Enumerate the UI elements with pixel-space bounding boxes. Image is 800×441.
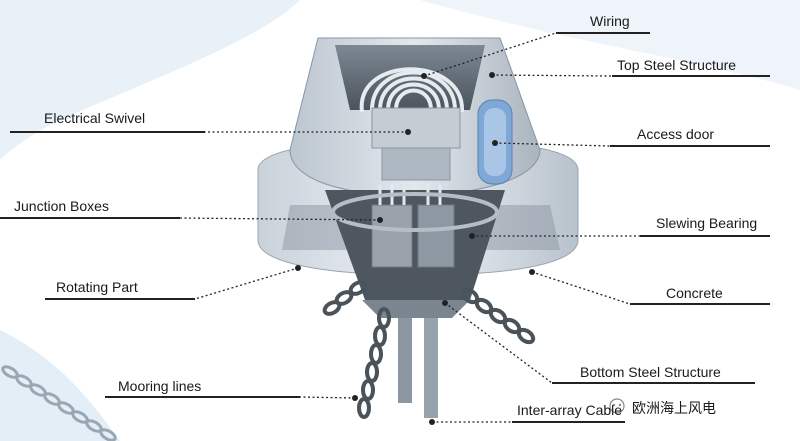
label-slewing-bearing: Slewing Bearing [656, 215, 758, 231]
label-concrete: Concrete [666, 285, 723, 301]
label-rotating-part: Rotating Part [56, 279, 138, 295]
wechat-icon [609, 398, 625, 414]
leader-concrete [531, 271, 631, 305]
label-junction-boxes: Junction Boxes [14, 198, 109, 214]
label-wiring: Wiring [590, 13, 630, 29]
leader-junction-boxes [179, 217, 381, 221]
leader-top-steel [491, 74, 613, 77]
label-mooring-lines: Mooring lines [118, 378, 202, 394]
label-electrical-swivel: Electrical Swivel [44, 110, 146, 126]
mooring-chain-right [460, 287, 536, 345]
background-wave-left [0, 0, 300, 160]
leader-mooring-lines [299, 396, 356, 399]
label-top-steel-structure: Top Steel Structure [617, 57, 737, 73]
leader-rotating-part [194, 267, 299, 300]
wiring-bundle [359, 67, 465, 113]
leader-access-door [494, 142, 611, 147]
inner-funnel [325, 190, 505, 300]
electrical-swivel [371, 107, 461, 181]
label-inter-array-cable: Inter-array Cable [517, 402, 623, 418]
mooring-chain-side-left [322, 280, 368, 316]
callout-dots [295, 72, 535, 425]
slewing-bearing [331, 192, 499, 232]
background-wave-bottom [0, 330, 120, 441]
watermark-text: 欧洲海上风电 [630, 398, 718, 418]
leader-lines [0, 32, 770, 423]
background-chain [1, 365, 117, 441]
mooring-chain-left [357, 307, 391, 419]
leader-bottom-steel [444, 302, 553, 384]
background-wave-right [420, 0, 800, 90]
label-access-door: Access door [637, 126, 715, 142]
leader-wiring [423, 32, 557, 77]
label-bottom-steel-structure: Bottom Steel Structure [580, 364, 721, 380]
